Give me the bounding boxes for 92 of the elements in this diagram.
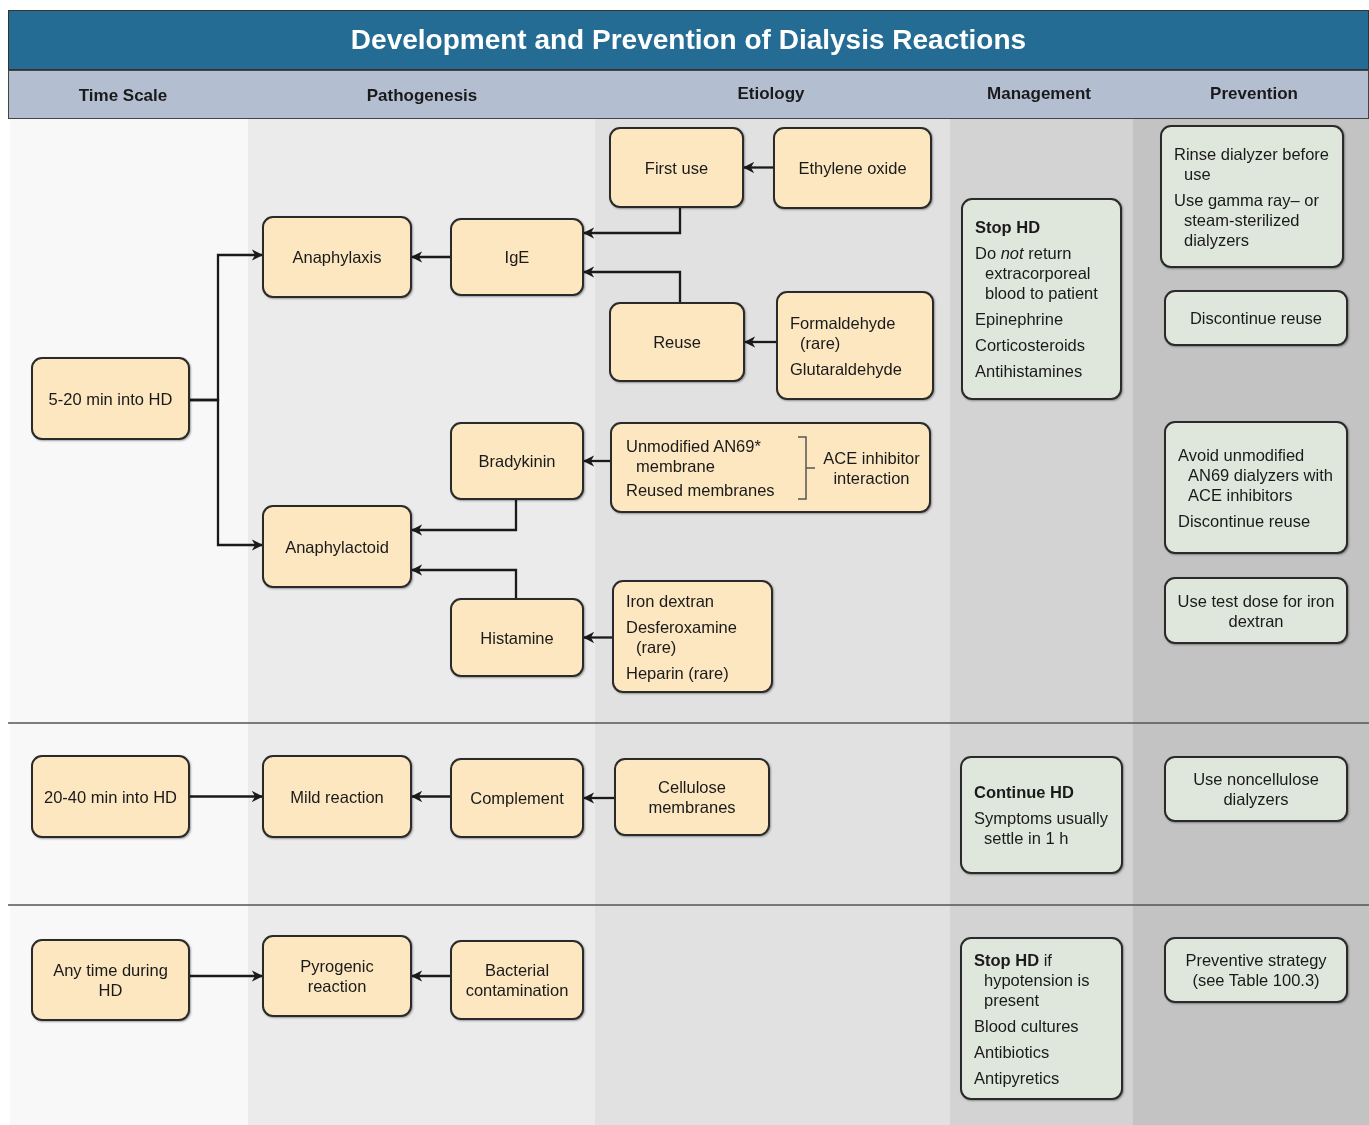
- column-header: Pathogenesis: [366, 86, 478, 106]
- node-text: Antihistamines: [975, 361, 1084, 381]
- node-text: Use test dose for iron dextran: [1176, 590, 1336, 631]
- node-text: Pyrogenic reaction: [299, 956, 375, 996]
- process-box: [31, 755, 190, 838]
- process-box: [1164, 756, 1348, 822]
- node-text: Rinse dialyzer before use: [1174, 143, 1330, 184]
- process-box: [450, 758, 584, 838]
- process-box: [612, 580, 773, 693]
- node-text: Use gamma ray– or steam-sterilized dialyzers: [1174, 189, 1320, 250]
- node-text: Histamine: [480, 627, 554, 648]
- node-text: Bacterial contamination: [464, 960, 570, 1000]
- node-text: Cellulose membranes: [647, 777, 737, 817]
- process-box: [1164, 937, 1348, 1003]
- process-box: [609, 127, 744, 208]
- node-text: Iron dextran: [626, 590, 716, 611]
- process-box: [450, 940, 584, 1020]
- process-box: [31, 357, 190, 440]
- node-text: Desferoxamine (rare): [626, 616, 738, 657]
- node-text: Anaphylaxis: [292, 247, 382, 267]
- node-text: Complement: [470, 788, 564, 808]
- node-text: First use: [644, 157, 709, 178]
- process-box: [960, 756, 1123, 874]
- process-box: [1164, 577, 1348, 644]
- node-text: Ethylene oxide: [798, 158, 907, 178]
- process-box: [262, 935, 412, 1017]
- process-box: [960, 937, 1123, 1100]
- column-header: Management: [987, 84, 1091, 104]
- node-text: Blood cultures: [974, 1015, 1080, 1036]
- arrow: [410, 790, 450, 803]
- process-box: [450, 422, 584, 500]
- process-box: [776, 291, 934, 400]
- node-text: Anaphylactoid: [285, 536, 389, 557]
- node-text: Heparin (rare): [626, 662, 730, 683]
- arrow: [190, 970, 264, 982]
- node-text: Symptoms usually settle in 1 h: [974, 808, 1109, 848]
- node-text: Discontinue reuse: [1189, 308, 1323, 328]
- arrow: [190, 790, 264, 803]
- process-box: [450, 218, 584, 296]
- process-box: [614, 758, 770, 836]
- node-text: Reused membranes: [626, 479, 776, 500]
- node-text: IgE: [504, 247, 530, 267]
- node-heading: Stop HD: [975, 217, 1042, 237]
- node-text: Antipyretics: [974, 1067, 1061, 1088]
- arrow: [582, 792, 614, 804]
- process-box: [262, 505, 412, 588]
- node-text: ACE inhibitor interaction: [822, 447, 921, 488]
- arrow: [582, 208, 682, 239]
- node-text: Mild reaction: [290, 786, 384, 807]
- arrow: [410, 500, 518, 536]
- node-heading: Continue HD: [974, 782, 1075, 802]
- arrow: [410, 251, 450, 263]
- process-box: [1160, 125, 1344, 268]
- column-header: Etiology: [737, 84, 805, 104]
- arrow: [582, 266, 682, 302]
- arrow: [743, 336, 776, 348]
- node-text: Epinephrine: [975, 309, 1065, 329]
- arrow: [410, 564, 518, 598]
- process-box: [1164, 290, 1348, 346]
- node-text: Do not return extracorporeal blood to patient: [975, 243, 1099, 303]
- node-text: 5-20 min into HD: [48, 388, 173, 409]
- node-text: Discontinue reuse: [1178, 510, 1312, 531]
- process-box: [262, 216, 412, 298]
- process-box: [450, 598, 584, 677]
- node-text: Preventive strategy (see Table 100.3): [1184, 950, 1328, 990]
- process-box: [961, 198, 1122, 400]
- node-text: Use noncellulose dialyzers: [1192, 769, 1320, 809]
- node-text: Stop HD if hypotension is present: [974, 949, 1091, 1010]
- process-box: [773, 127, 932, 209]
- node-text: Avoid unmodified AN69 dialyzers with ACE inhibitors: [1178, 444, 1334, 505]
- node-text: Bradykinin: [478, 451, 556, 471]
- process-box: [609, 302, 745, 382]
- process-box: [31, 939, 190, 1021]
- column-header: Prevention: [1210, 84, 1298, 104]
- process-box: [1164, 421, 1348, 554]
- process-box: [610, 422, 931, 513]
- arrow: [742, 161, 773, 174]
- node-text: Reuse: [653, 332, 701, 352]
- arrow: [190, 398, 264, 551]
- arrow: [582, 631, 612, 644]
- node-text: Formaldehyde (rare): [790, 312, 897, 353]
- node-text: Corticosteroids: [975, 335, 1087, 355]
- column-header: Time Scale: [78, 86, 168, 106]
- node-text: Glutaraldehyde: [790, 358, 903, 379]
- title-banner: Development and Prevention of Dialysis Reactions: [8, 10, 1369, 70]
- node-text: Antibiotics: [974, 1041, 1051, 1062]
- process-box: [262, 755, 412, 838]
- node-text: Unmodified AN69* membrane: [626, 435, 762, 476]
- arrow: [410, 970, 450, 982]
- node-text: Any time during HD: [52, 960, 169, 1000]
- arrow: [582, 455, 610, 467]
- node-text: 20-40 min into HD: [44, 786, 177, 807]
